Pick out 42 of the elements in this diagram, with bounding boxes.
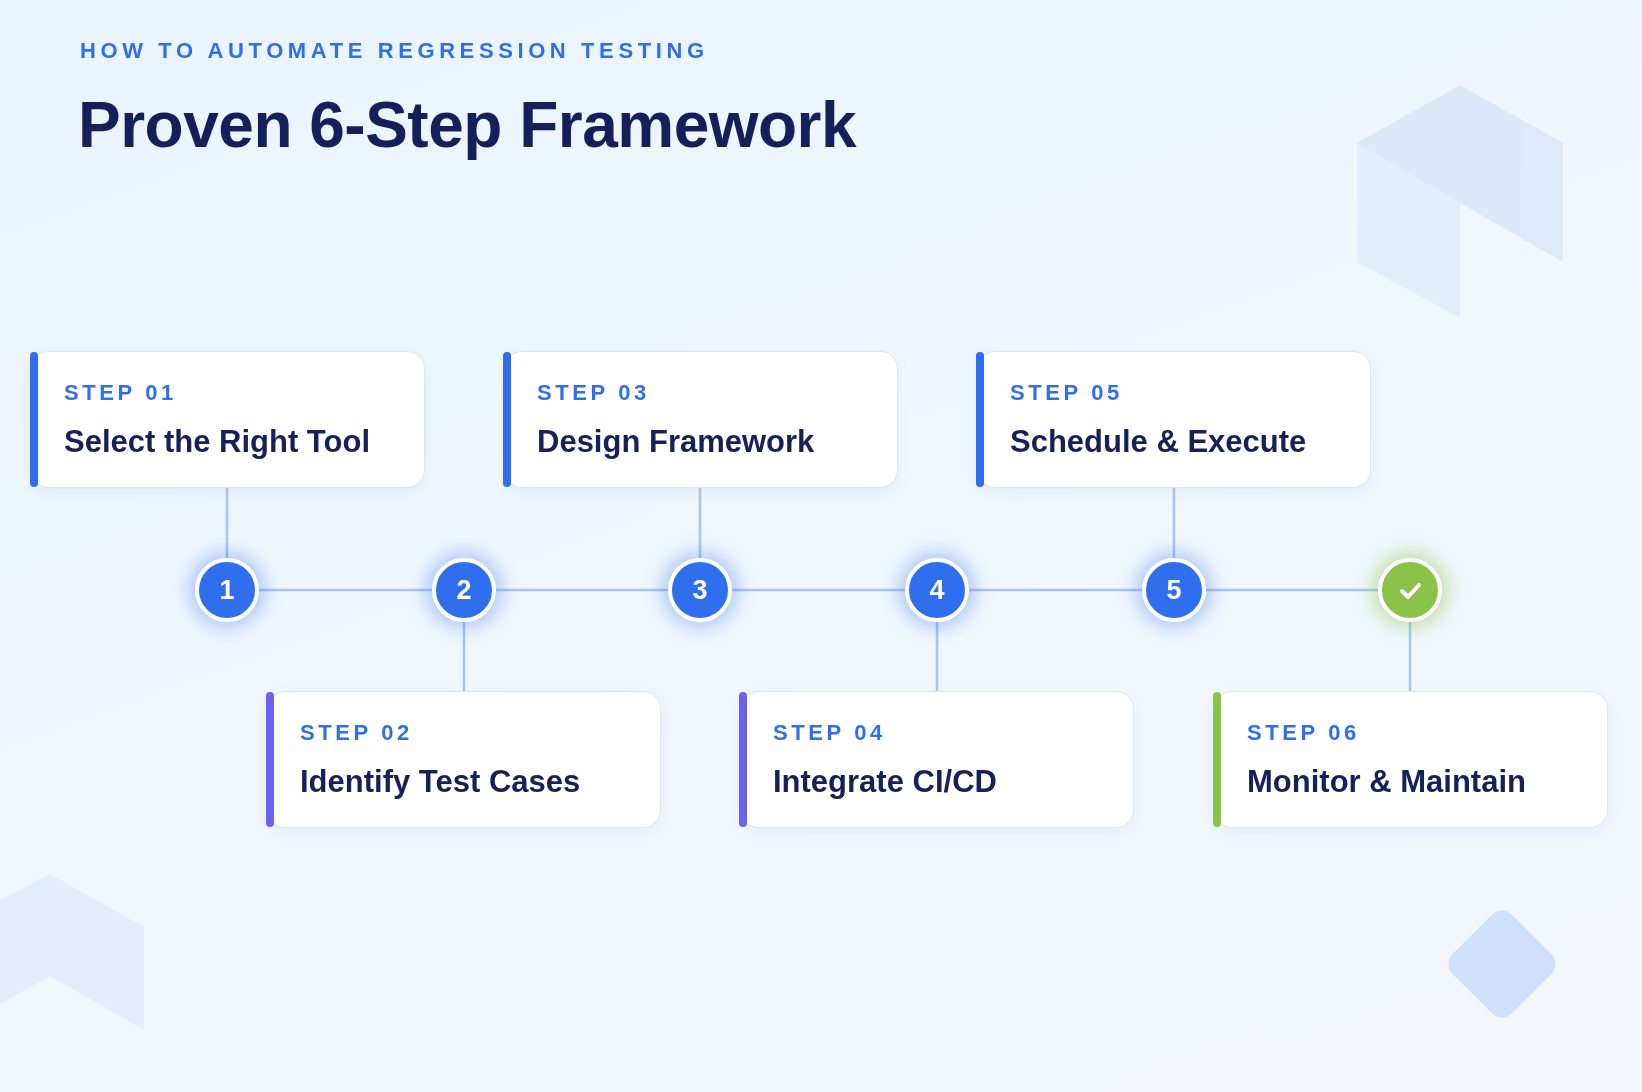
step-circle: [1142, 558, 1206, 622]
step-card: [504, 351, 898, 488]
step-index: 4: [929, 574, 945, 606]
connector-line: [496, 588, 668, 592]
step-card: [977, 351, 1371, 488]
connector-line: [1172, 488, 1176, 558]
step-title: Integrate CI/CD: [773, 764, 997, 800]
step-title: Design Framework: [537, 424, 815, 460]
step-number: STEP 05: [1010, 380, 1123, 406]
subtitle: HOW TO AUTOMATE REGRESSION TESTING: [80, 38, 709, 64]
step-circle: [432, 558, 496, 622]
step-circle: [905, 558, 969, 622]
step-title: Select the Right Tool: [64, 424, 370, 460]
step-number: STEP 01: [64, 380, 177, 406]
step-index: 3: [692, 574, 708, 606]
step-title: Schedule & Execute: [1010, 424, 1307, 460]
connector-line: [1206, 588, 1378, 592]
step-circle: [1378, 558, 1442, 622]
connector-line: [935, 622, 939, 691]
connector-line: [698, 488, 702, 558]
step-number: STEP 06: [1247, 720, 1360, 746]
connector-line: [462, 622, 466, 691]
connector-line: [259, 588, 432, 592]
step-circle: [668, 558, 732, 622]
step-card: [31, 351, 425, 488]
step-number: STEP 04: [773, 720, 886, 746]
connector-line: [969, 588, 1142, 592]
step-number: STEP 02: [300, 720, 413, 746]
step-index: 1: [219, 574, 235, 606]
connector-line: [732, 588, 905, 592]
step-card: [1214, 691, 1608, 828]
connector-line: [225, 488, 229, 558]
step-circle: [195, 558, 259, 622]
title: Proven 6-Step Framework: [78, 88, 857, 162]
connector-line: [1408, 622, 1412, 691]
step-number: STEP 03: [537, 380, 650, 406]
step-index: 2: [456, 574, 472, 606]
step-title: Identify Test Cases: [300, 764, 581, 800]
step-card: [740, 691, 1134, 828]
step-card: [267, 691, 661, 828]
step-title: Monitor & Maintain: [1247, 764, 1526, 800]
step-index: 5: [1166, 574, 1182, 606]
